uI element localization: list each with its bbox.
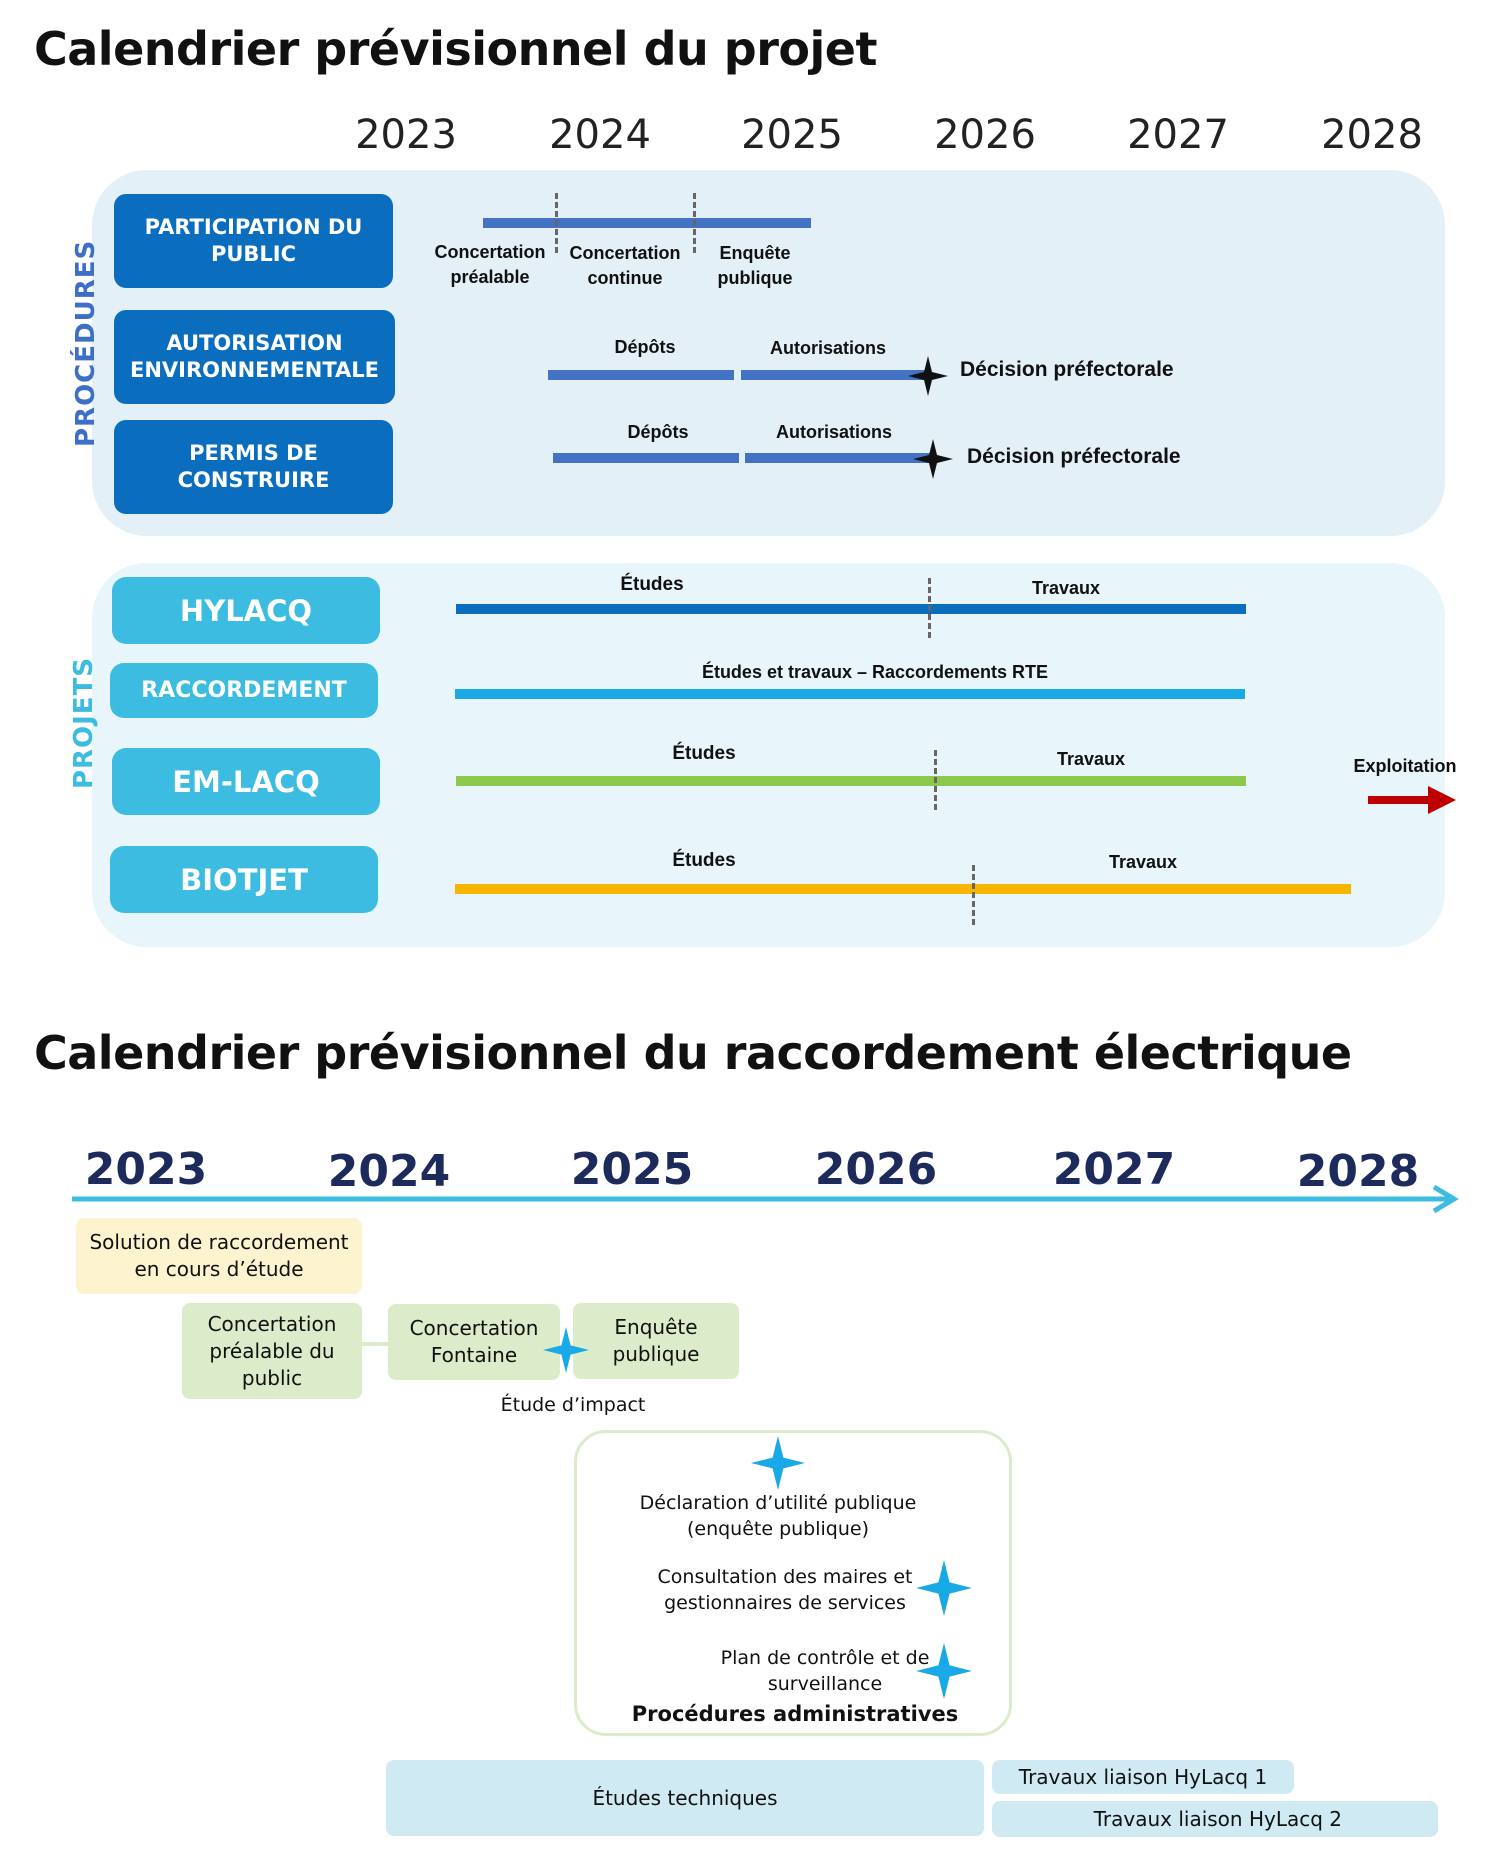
concertation-fontaine-box: Concertation Fontaine	[388, 1304, 560, 1380]
bottom-title: Calendrier prévisionnel du raccordement …	[34, 1026, 1352, 1080]
travaux-liaison-hylacq-1-box: Travaux liaison HyLacq 1	[992, 1760, 1294, 1794]
permis-de-construire-label: PERMIS DE CONSTRUIRE	[114, 420, 393, 514]
milestone-star-icon	[916, 1643, 972, 1699]
concertation-prealable-box: Concertation préalable du public	[182, 1303, 362, 1399]
concertation-prealable-label: Concertation préalable	[434, 242, 546, 287]
year-label: 2024	[549, 112, 651, 158]
etudes-label: Études	[672, 743, 736, 764]
top-title: Calendrier prévisionnel du projet	[34, 22, 877, 76]
depots-bar	[548, 370, 734, 380]
travaux-label: Travaux	[1108, 852, 1178, 872]
procedures-section-label: PROCÉDURES	[71, 239, 101, 447]
year-label: 2023	[84, 1144, 208, 1195]
depots-label: Dépôts	[627, 422, 689, 442]
etudes-techniques-box: Études techniques	[386, 1760, 984, 1836]
decision-prefectorale-label: Décision préfectorale	[960, 358, 1174, 381]
year-label: 2025	[741, 112, 843, 158]
autorisations-bar	[745, 453, 931, 463]
year-label: 2026	[934, 112, 1036, 158]
solution-raccordement-box: Solution de raccordement en cours d’étud…	[76, 1218, 362, 1294]
exploitation-arrow-icon	[1368, 786, 1456, 814]
year-label: 2027	[1127, 112, 1229, 158]
timeline-arrow	[72, 1184, 1459, 1214]
phase-divider	[934, 750, 937, 810]
year-label: 2026	[814, 1144, 938, 1195]
raccordement-bar	[455, 689, 1245, 699]
hylacq-label: HYLACQ	[112, 577, 380, 644]
year-label: 2025	[570, 1144, 694, 1195]
procedures-administratives-label: Procédures administratives	[631, 1702, 959, 1726]
year-label: 2027	[1052, 1144, 1176, 1195]
depots-label: Dépôts	[614, 337, 676, 357]
phase-divider	[693, 193, 696, 253]
etudes-label: Études	[620, 574, 684, 595]
plan-controle-label: Plan de contrôle et de surveillance	[720, 1647, 930, 1695]
concertation-continue-label: Concertation continue	[569, 243, 681, 288]
participation-bar	[483, 218, 811, 228]
projets-section-label: PROJETS	[69, 656, 99, 790]
autorisations-label: Autorisations	[775, 422, 892, 442]
milestone-star-icon	[908, 356, 948, 396]
autorisation-environnementale-label: AUTORISATION ENVIRONNEMENTALE	[114, 310, 395, 404]
travaux-liaison-hylacq-2-box: Travaux liaison HyLacq 2	[992, 1801, 1438, 1837]
decision-prefectorale-label: Décision préfectorale	[967, 445, 1181, 468]
raccordement-label: RACCORDEMENT	[110, 663, 378, 718]
consultation-maires-label: Consultation des maires et gestionnaires…	[657, 1566, 913, 1614]
phase-divider	[928, 578, 931, 638]
etudes-et-travaux-label: Études et travaux – Raccordements RTE	[701, 662, 1049, 682]
milestone-star-icon	[913, 439, 953, 479]
biotjet-label: BIOTJET	[110, 846, 378, 913]
milestone-star-icon	[751, 1436, 805, 1490]
em-lacq-bar	[456, 776, 1246, 786]
enquete-publique-box: Enquête publique	[573, 1303, 739, 1379]
declaration-utilite-publique-label: Déclaration d’utilité publique (enquête …	[639, 1492, 917, 1540]
hylacq-bar	[456, 604, 1246, 614]
milestone-star-icon	[916, 1560, 972, 1616]
autorisations-label: Autorisations	[769, 338, 886, 358]
milestone-star-icon	[543, 1327, 589, 1373]
etudes-label: Études	[672, 850, 736, 871]
phase-divider	[972, 865, 975, 925]
year-label: 2028	[1321, 112, 1423, 158]
autorisations-bar	[741, 370, 927, 380]
enquete-publique-label: Enquête publique	[717, 243, 793, 288]
procedures-administratives-frame	[574, 1430, 1012, 1736]
etude-impact-label: Étude d’impact	[500, 1394, 646, 1416]
year-label: 2028	[1296, 1146, 1420, 1197]
biotjet-bar	[455, 884, 1351, 894]
depots-bar	[553, 453, 739, 463]
phase-divider	[555, 193, 558, 253]
exploitation-label: Exploitation	[1353, 756, 1457, 776]
em-lacq-label: EM-LACQ	[112, 748, 380, 815]
travaux-label: Travaux	[1056, 749, 1126, 769]
year-label: 2024	[327, 1146, 451, 1197]
year-label: 2023	[355, 112, 457, 158]
connector-line	[362, 1342, 389, 1346]
travaux-label: Travaux	[1031, 578, 1101, 598]
participation-du-public-label: PARTICIPATION DU PUBLIC	[114, 194, 393, 288]
